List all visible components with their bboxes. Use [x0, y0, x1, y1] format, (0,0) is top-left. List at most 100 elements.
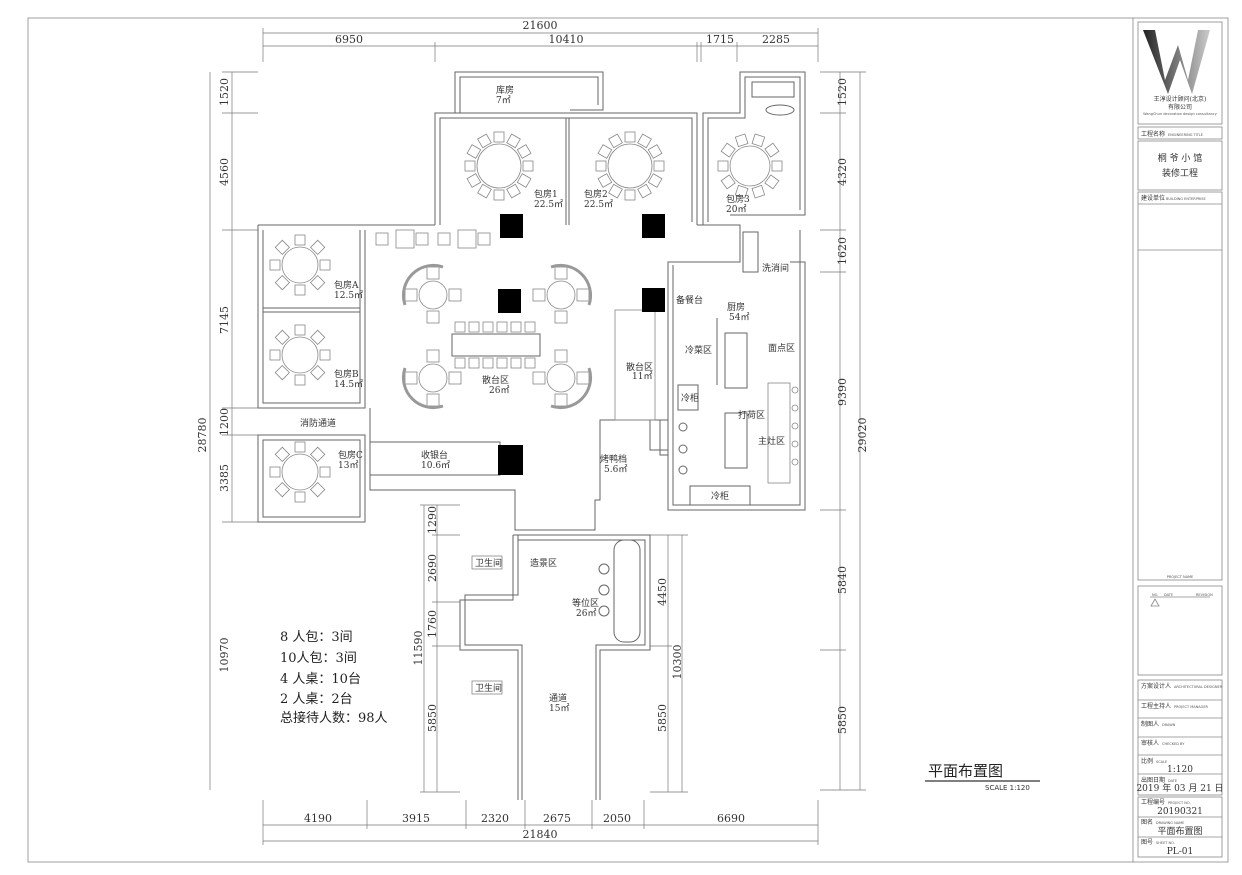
chair	[464, 160, 476, 172]
round-table	[404, 266, 462, 324]
chair	[720, 142, 736, 158]
chair	[608, 133, 623, 149]
chair	[554, 393, 568, 407]
room-pa-name: 包房A	[334, 279, 359, 291]
column	[500, 214, 523, 238]
dim-right-4: 9390	[836, 378, 849, 406]
label-cold-cabinet-1: 冷柜	[681, 392, 699, 404]
round-table	[269, 441, 331, 503]
sign-row-label: 比例	[1141, 757, 1153, 765]
chair	[653, 160, 665, 172]
label-toilet-1: 卫生间	[475, 557, 502, 569]
room-cashier-area: 10.6㎡	[421, 460, 450, 471]
dim-left-lower: 10970	[218, 638, 231, 673]
label-landscape: 造景区	[530, 557, 557, 569]
room-p3-name: 包房3	[726, 193, 750, 205]
dim-right-total: 29020	[856, 418, 869, 453]
chair	[404, 288, 418, 302]
room-kitchen-name: 厨房	[727, 301, 745, 313]
chair	[294, 234, 306, 246]
chair	[319, 466, 331, 478]
chair	[426, 310, 440, 324]
summary-line: 2 人桌：2台	[280, 692, 353, 707]
room-pc-area: 13㎡	[338, 460, 358, 471]
chair	[764, 174, 780, 190]
chair	[482, 321, 494, 333]
chair	[734, 133, 749, 148]
revision-triangle-icon	[1150, 598, 1160, 607]
dim-left-5: 3385	[218, 464, 231, 492]
round-table	[269, 324, 331, 386]
info-row-label-en: DRAWING NAME	[1156, 821, 1184, 825]
round-table	[532, 266, 590, 324]
summary-line: 总接待人数：98人	[280, 710, 388, 726]
chair	[516, 173, 532, 188]
dim-lower-left-3: 1760	[426, 610, 439, 638]
chair	[510, 321, 522, 333]
furniture	[269, 131, 799, 503]
client-label-en: BUILDING ENTERPRISE	[1166, 197, 1206, 201]
room-pb-area: 14.5㎡	[334, 379, 363, 390]
chair	[274, 239, 290, 255]
dim-right-1: 1520	[836, 78, 849, 106]
dim-top-1: 6950	[335, 33, 363, 46]
chair	[466, 144, 482, 159]
room-p2-name: 包房2	[584, 188, 608, 200]
chair	[751, 133, 766, 148]
room-hall2-name: 散台区	[626, 361, 653, 373]
chair	[274, 275, 290, 291]
room-p2-area: 22.5㎡	[584, 199, 613, 210]
room-kitchen-area: 54㎡	[729, 312, 749, 323]
info-row-label: 工程编号	[1141, 798, 1165, 806]
dim-lower-left-4: 5850	[426, 704, 439, 732]
label-cold-dish: 冷菜区	[685, 344, 712, 356]
chair	[477, 183, 492, 199]
room-duck-name: 烤鸭档	[600, 453, 627, 465]
chair	[468, 357, 480, 369]
chair	[524, 357, 536, 369]
dim-bottom-6: 6690	[717, 812, 745, 825]
column	[642, 288, 665, 312]
chair	[454, 357, 466, 369]
dim-right-5: 5840	[836, 566, 849, 594]
label-toilet-2: 卫生间	[475, 682, 502, 694]
sign-row-label-en: DRAWN	[1162, 723, 1176, 727]
sign-row-label-en: ARCHITECTURAL DESIGNER	[1174, 685, 1223, 689]
chair	[310, 329, 326, 345]
company-name-cn-2: 有限公司	[1168, 103, 1192, 111]
dim-bottom-3: 2320	[481, 812, 509, 825]
chair	[294, 374, 306, 386]
chair	[554, 266, 568, 280]
chair	[319, 349, 331, 361]
round-table	[532, 349, 590, 407]
label-cold-cabinet-2: 冷柜	[711, 490, 729, 502]
dim-top-2: 10410	[549, 33, 584, 46]
chair	[506, 133, 521, 149]
info-row-label-en: PROJECT NO.	[1168, 801, 1191, 805]
sign-row-label: 审核人	[1141, 739, 1159, 747]
info-row-value: 20190321	[1157, 807, 1203, 817]
summary-line: 4 人桌：10台	[280, 672, 361, 687]
sign-row-label: 方案设计人	[1141, 682, 1171, 690]
chair	[274, 482, 290, 498]
dim-right-3: 1620	[836, 237, 849, 265]
chair	[274, 329, 290, 345]
chair	[426, 393, 440, 407]
rev-no-header: NO.	[1152, 593, 1158, 597]
chair	[576, 288, 590, 302]
column	[642, 214, 665, 238]
sign-row-value: 1:120	[1167, 765, 1193, 775]
sign-row-label-en: SCALE	[1156, 760, 1167, 764]
project-name-label: 工程名称	[1141, 130, 1165, 138]
info-row-label: 图号	[1141, 839, 1153, 846]
booth-sofa	[550, 367, 593, 410]
room-hall2-area: 11㎡	[632, 371, 652, 382]
room-cashier-name: 收银台	[421, 449, 448, 461]
small-table	[395, 229, 415, 249]
column	[498, 445, 523, 475]
chair	[576, 371, 590, 385]
info-row-label: 图名	[1141, 818, 1153, 826]
dim-left-4: 1200	[218, 408, 231, 436]
room-duck-area: 5.6㎡	[604, 464, 627, 475]
room-p3-area: 20㎡	[726, 204, 746, 215]
